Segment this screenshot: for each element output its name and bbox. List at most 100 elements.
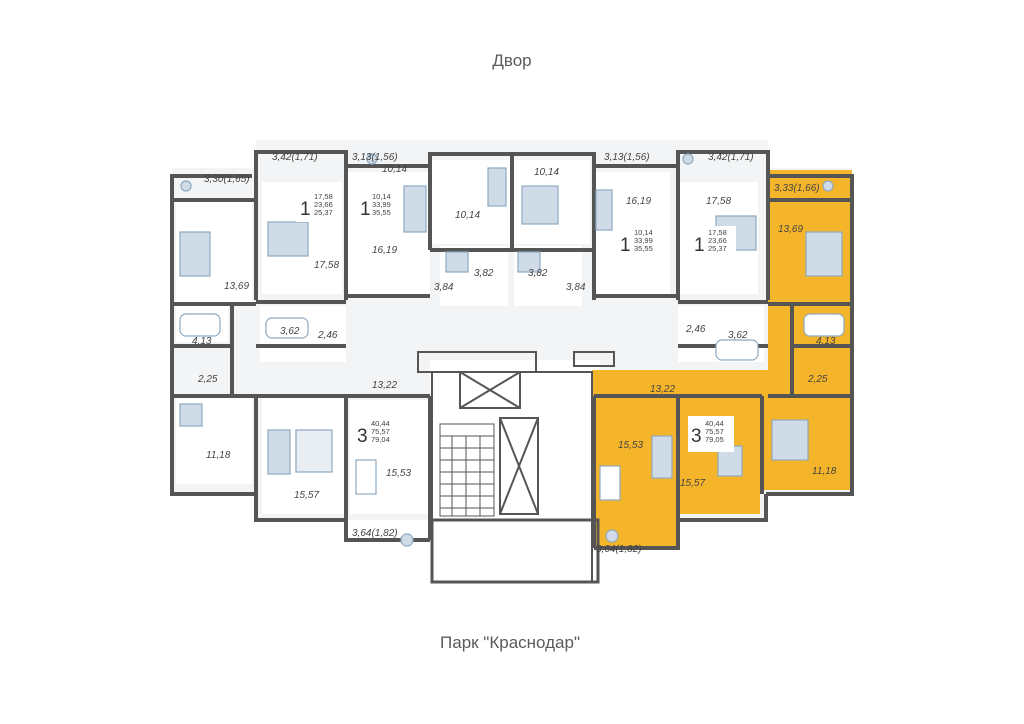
staircase — [439, 423, 495, 517]
sofa-a5 — [267, 429, 291, 475]
table-a5 — [355, 459, 377, 495]
room-label: 13,69 — [224, 281, 249, 292]
apt-rooms: 1 — [694, 235, 705, 256]
plant-right — [822, 180, 834, 192]
bed-a1 — [267, 221, 309, 257]
apt-rooms: 1 — [360, 199, 371, 220]
apt-area-total: 33,99 — [372, 200, 391, 209]
room-label: 16,19 — [372, 245, 397, 256]
chair-balcony-a2 — [366, 153, 378, 165]
room-label: 15,57 — [680, 478, 705, 489]
room-label: 3,42(1,71) — [272, 152, 318, 163]
room-label: 3,64(1,82) — [596, 544, 642, 555]
room-label: 15,57 — [294, 490, 319, 501]
room-label: 3,62 — [280, 326, 300, 337]
apt-area-total: 75,57 — [705, 427, 724, 436]
room-label: 10,14 — [382, 164, 407, 175]
apt-rooms: 3 — [691, 426, 702, 447]
apt-badge-a2[interactable]: 1 10,14 33,99 35,55 — [356, 188, 402, 222]
apt-area-living: 40,44 — [371, 419, 390, 428]
apt-area-living: 10,14 — [372, 192, 391, 201]
apt-area-living: 40,44 — [705, 419, 724, 428]
room-label: 3,62 — [728, 330, 748, 341]
room-label: 10,14 — [534, 167, 559, 178]
room-label: 2,46 — [685, 324, 706, 335]
apt-badge-a3[interactable]: 1 10,14 33,99 35,55 — [616, 226, 662, 260]
room-label: 16,19 — [626, 196, 651, 207]
bed-left — [179, 231, 211, 277]
room-label: 3,13(1,56) — [352, 152, 398, 163]
room-label: 3,13(1,56) — [604, 152, 650, 163]
chair-balcony-a5 — [400, 533, 414, 547]
apt-rooms: 1 — [620, 235, 631, 256]
apt-area-full: 25,37 — [314, 208, 333, 217]
room-label: 2,25 — [197, 374, 218, 385]
apt-area-living: 17,58 — [314, 192, 333, 201]
room-label: 13,69 — [778, 224, 803, 235]
room-label: 13,22 — [372, 380, 397, 391]
apt-area-total: 23,66 — [314, 200, 333, 209]
apt-area-full: 35,55 — [634, 244, 653, 253]
room-label: 11,18 — [812, 466, 837, 477]
rug-a5 — [295, 429, 333, 473]
room-label: 3,82 — [528, 268, 548, 279]
apt-area-full: 25,37 — [708, 244, 727, 253]
room-label: 3,84 — [566, 282, 586, 293]
sofa-a6 — [651, 435, 673, 479]
room-label: 17,58 — [706, 196, 731, 207]
room-label: 4,13 — [192, 336, 212, 347]
apt-badge-a5[interactable]: 3 40,44 75,57 79,04 — [354, 416, 400, 452]
room-label: 11,18 — [206, 450, 231, 461]
apt-badge-a4[interactable]: 1 17,58 23,66 25,37 — [690, 226, 736, 260]
room-label: 10,14 — [455, 210, 480, 221]
room-label: 15,53 — [386, 468, 411, 479]
apt-area-total: 33,99 — [634, 236, 653, 245]
apt-area-total: 23,66 — [708, 236, 727, 245]
bed-right — [805, 231, 843, 277]
stair-elevator-core — [417, 351, 615, 584]
room-label: 3,42(1,71) — [708, 152, 754, 163]
park-label: Парк "Краснодар" — [440, 633, 580, 652]
plant-left — [180, 180, 192, 192]
room-label: 2,46 — [317, 330, 338, 341]
apt-area-full: 79,05 — [705, 435, 724, 444]
room-label: 15,53 — [618, 440, 643, 451]
bath-right — [803, 313, 845, 337]
room-label: 4,13 — [816, 336, 836, 347]
apt-area-full: 35,55 — [372, 208, 391, 217]
apt-badge-a6[interactable]: 3 40,44 75,57 79,05 — [688, 416, 734, 452]
bed-a2 — [403, 185, 427, 233]
bed-a5-small — [179, 403, 203, 427]
walls — [170, 150, 854, 550]
apt-rooms: 3 — [357, 426, 368, 447]
chair-balcony-a6 — [605, 529, 619, 543]
table-a6 — [599, 465, 621, 501]
apt-rooms: 1 — [300, 199, 311, 220]
room-label: 3,84 — [434, 282, 454, 293]
bath-a2 — [445, 251, 469, 273]
room-label: 3,64(1,82) — [352, 528, 398, 539]
bath-left — [179, 313, 221, 337]
bed-a3 — [521, 185, 559, 225]
bath-a3 — [517, 251, 541, 273]
bath-a1 — [265, 317, 309, 339]
apt-area-full: 79,04 — [371, 435, 390, 444]
apt-area-living: 10,14 — [634, 228, 653, 237]
apt-area-total: 75,57 — [371, 427, 390, 436]
courtyard-label: Двор — [492, 51, 532, 70]
room-label: 13,22 — [650, 384, 675, 395]
room-label: 3,30(1,65) — [204, 174, 250, 185]
apt-badge-a1[interactable]: 1 17,58 23,66 25,37 — [296, 188, 342, 222]
apt-area-living: 17,58 — [708, 228, 727, 237]
room-label: 3,82 — [474, 268, 494, 279]
sofa-a2 — [487, 167, 507, 207]
elevator-2 — [499, 417, 539, 515]
chair-balcony-a4 — [682, 153, 694, 165]
sofa-a3 — [595, 189, 613, 231]
room-label: 3,33(1,66) — [774, 183, 820, 194]
room-area-labels: 3,30(1,65) 3,42(1,71) 3,13(1,56) 3,13(1,… — [192, 152, 837, 555]
bath-a4 — [715, 339, 759, 361]
room-label: 17,58 — [314, 260, 339, 271]
